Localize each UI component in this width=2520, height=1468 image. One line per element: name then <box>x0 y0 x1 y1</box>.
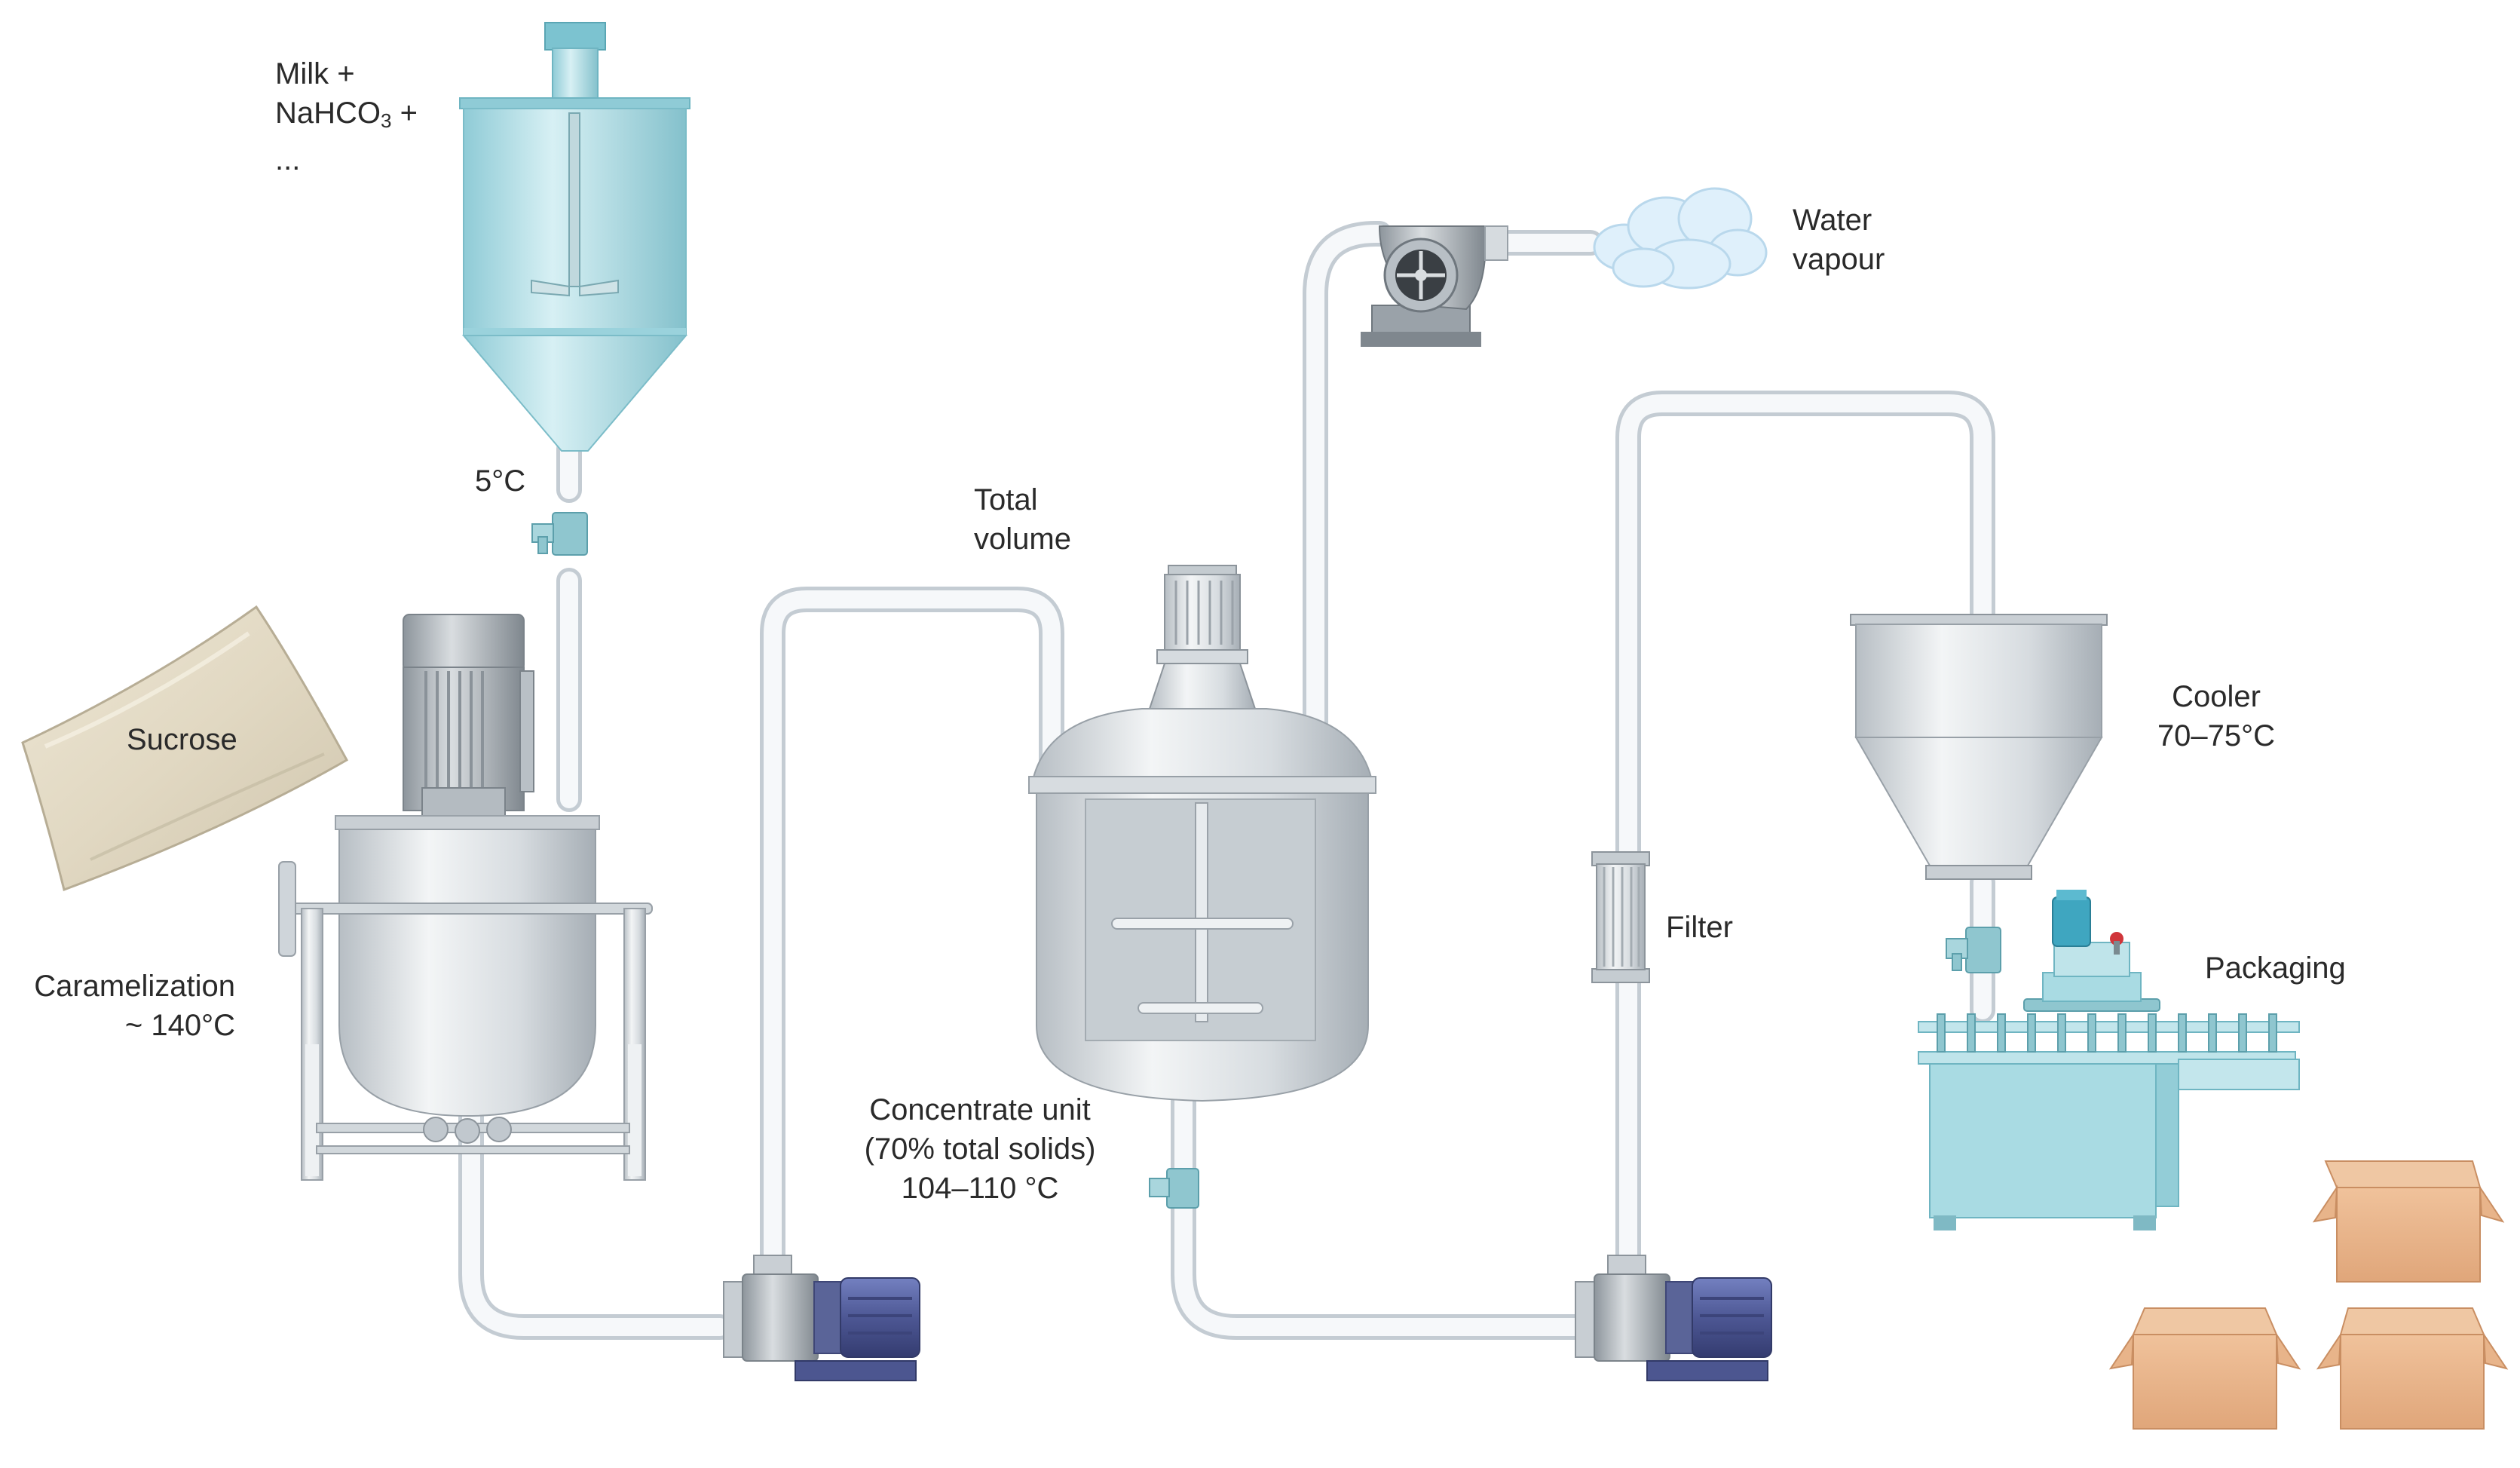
pump-2 <box>1575 1255 1772 1381</box>
milk-feed-tank <box>459 22 690 452</box>
label-concentrate-line2: (70% total solids) <box>864 1132 1096 1166</box>
label-total-volume-line2: volume <box>974 523 1071 556</box>
label-concentrate-line3: 104–110 °C <box>901 1172 1059 1205</box>
label-concentrate-line1: Concentrate unit <box>869 1093 1091 1126</box>
filter <box>1591 851 1650 983</box>
label-caramelization-line2: ~ 140°C <box>124 1009 235 1042</box>
label-milk-line3: ... <box>275 143 301 176</box>
packaging-boxes <box>2108 1160 2509 1430</box>
pump-1 <box>723 1255 920 1381</box>
packaging-machine <box>1918 890 2300 1230</box>
label-cooler: Cooler 70–75°C <box>2126 677 2307 755</box>
label-packaging: Packaging <box>2205 952 2346 985</box>
label-sucrose: Sucrose <box>127 723 237 756</box>
label-cooler-line2: 70–75°C <box>2157 719 2276 752</box>
label-cooler-line1: Cooler <box>2172 680 2261 713</box>
box-bottom-left <box>2108 1307 2301 1430</box>
label-milk-feed: Milk + NaHCO3 + ... <box>275 54 418 179</box>
concentrate-unit <box>1028 565 1376 1102</box>
label-total-volume: Total volume <box>974 480 1071 559</box>
valve-cooler-outlet <box>1946 927 2001 973</box>
label-milk-line1: Milk + <box>275 57 355 90</box>
sucrose-bag <box>21 605 349 891</box>
label-caramelization-line1: Caramelization <box>34 970 235 1003</box>
valve-milk-feed <box>531 512 588 556</box>
label-milk-line2-prefix: NaHCO <box>275 97 381 130</box>
caramelization-kettle <box>278 614 653 1181</box>
valve-concentrate-outlet <box>1149 1168 1199 1209</box>
label-milk-line2-suffix: + <box>391 97 418 130</box>
label-milk-line2-sub: 3 <box>381 109 392 132</box>
pipes <box>458 221 1995 1340</box>
label-total-volume-line1: Total <box>974 483 1038 516</box>
cooler-hopper <box>1850 614 2108 880</box>
label-temp-5c: 5°C <box>475 464 526 498</box>
vacuum-fan <box>1361 225 1508 347</box>
label-filter: Filter <box>1666 911 1733 944</box>
label-water-vapour-line2: vapour <box>1793 243 1885 276</box>
box-bottom-right <box>2316 1307 2509 1430</box>
label-water-vapour: Water vapour <box>1793 201 1885 279</box>
box-top <box>2312 1160 2505 1283</box>
label-water-vapour-line1: Water <box>1793 204 1872 237</box>
label-caramelization: Caramelization ~ 140°C <box>15 967 235 1045</box>
water-vapour-cloud <box>1593 187 1768 290</box>
label-milk-line2: NaHCO3 + <box>275 93 418 140</box>
label-concentrate-unit: Concentrate unit (70% total solids) 104–… <box>829 1090 1131 1208</box>
